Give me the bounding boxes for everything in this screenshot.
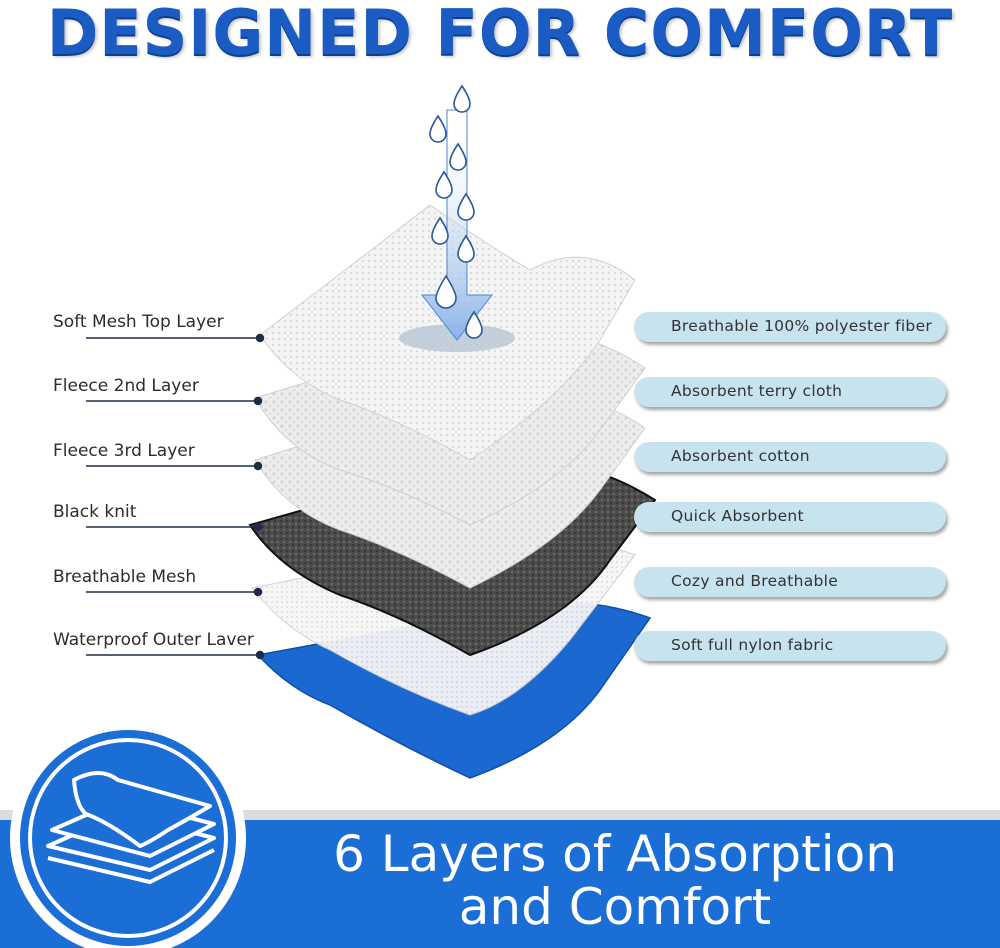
pill-absorbent-cotton: Absorbent cotton	[634, 442, 946, 472]
leader-lines	[86, 333, 265, 660]
pill-label: Breathable 100% polyester fiber	[671, 317, 933, 335]
pill-label: Soft full nylon fabric	[671, 636, 834, 654]
banner-divider	[0, 810, 1000, 820]
label-soft-mesh-top-layer: Soft Mesh Top Layer	[53, 312, 224, 332]
pill-breathable-polyester: Breathable 100% polyester fiber	[634, 312, 946, 342]
pill-absorbent-terry: Absorbent terry cloth	[634, 377, 946, 407]
pill-label: Absorbent cotton	[671, 447, 810, 465]
pill-label: Absorbent terry cloth	[671, 382, 843, 400]
banner-line-1: 6 Layers of Absorption	[333, 825, 897, 883]
pill-quick-absorbent: Quick Absorbent	[634, 502, 946, 532]
label-fleece-3rd-layer: Fleece 3rd Layer	[53, 441, 195, 461]
label-breathable-mesh: Breathable Mesh	[53, 567, 197, 587]
label-waterproof-outer-layer: Waterproof Outer Laver	[53, 630, 254, 650]
pill-label: Cozy and Breathable	[671, 572, 839, 590]
label-black-knit: Black knit	[53, 502, 137, 522]
pill-cozy-breathable: Cozy and Breathable	[634, 567, 946, 597]
label-fleece-2nd-layer: Fleece 2nd Layer	[53, 376, 199, 396]
layers-icon	[10, 720, 246, 948]
page-title: DESIGNED FOR COMFORT	[46, 0, 954, 69]
banner-text: 6 Layers of Absorption and Comfort	[230, 828, 1000, 934]
water-drop-icon	[429, 84, 483, 339]
pill-soft-nylon: Soft full nylon fabric	[634, 631, 946, 661]
banner-line-2: and Comfort	[458, 878, 772, 936]
pill-label: Quick Absorbent	[671, 507, 804, 525]
